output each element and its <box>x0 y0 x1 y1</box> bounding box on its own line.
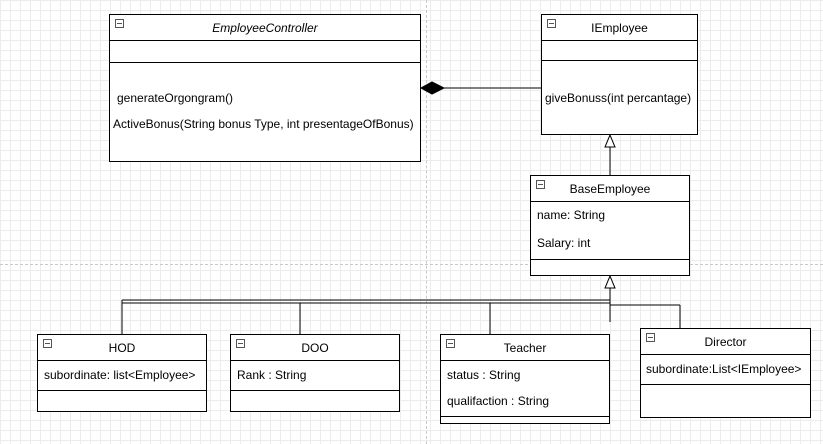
methods-section <box>531 260 689 275</box>
generalization-arrow <box>604 133 616 148</box>
attributes-section: subordinate: list<Employee> <box>38 361 206 391</box>
methods-section: giveBonuss(int percantage) <box>542 61 697 134</box>
attributes-section <box>542 41 697 61</box>
class-doo[interactable]: DOO Rank : String <box>230 334 400 412</box>
class-header: EmployeeController <box>110 15 420 41</box>
class-name: IEmployee <box>591 20 648 35</box>
method-row: ActiveBonus(String bonus Type, int prese… <box>113 117 414 131</box>
methods-section <box>641 385 810 417</box>
class-header: Teacher <box>441 335 609 361</box>
class-header: Director <box>641 329 810 355</box>
attributes-section: Rank : String <box>231 361 399 391</box>
class-hod[interactable]: HOD subordinate: list<Employee> <box>37 334 207 412</box>
class-name: Teacher <box>503 340 547 355</box>
class-name: HOD <box>108 340 136 355</box>
collapse-icon[interactable] <box>646 333 655 342</box>
methods-section <box>38 391 206 411</box>
attributes-section: status : String qualifaction : String <box>441 361 609 417</box>
attribute-row: name: String <box>537 208 606 222</box>
attributes-section: name: String Salary: int <box>531 202 689 260</box>
composition-diamond <box>419 81 446 95</box>
attribute-row: qualifaction : String <box>447 394 550 408</box>
class-name: Director <box>704 334 747 349</box>
attributes-section: subordinate:List<IEmployee> <box>641 355 810 385</box>
collapse-icon[interactable] <box>115 19 124 28</box>
attribute-row: subordinate: list<Employee> <box>44 368 196 382</box>
attributes-section <box>110 41 420 63</box>
attribute-row: Rank : String <box>237 368 307 382</box>
class-name: BaseEmployee <box>569 181 651 196</box>
class-iemployee[interactable]: IEmployee giveBonuss(int percantage) <box>541 14 698 135</box>
collapse-icon[interactable] <box>236 339 245 348</box>
class-header: BaseEmployee <box>531 176 689 202</box>
class-director[interactable]: Director subordinate:List<IEmployee> <box>640 328 811 418</box>
methods-section <box>231 391 399 411</box>
class-name: EmployeeController <box>212 20 318 35</box>
class-base-employee[interactable]: BaseEmployee name: String Salary: int <box>530 175 690 276</box>
class-teacher[interactable]: Teacher status : String qualifaction : S… <box>440 334 610 424</box>
methods-section: generateOrgongram() ActiveBonus(String b… <box>110 63 420 161</box>
class-header: IEmployee <box>542 15 697 41</box>
class-employee-controller[interactable]: EmployeeController generateOrgongram() A… <box>109 14 421 162</box>
collapse-icon[interactable] <box>536 180 545 189</box>
class-name: DOO <box>301 340 329 355</box>
methods-section <box>441 417 609 423</box>
generalization-arrow <box>604 274 616 289</box>
collapse-icon[interactable] <box>43 339 52 348</box>
collapse-icon[interactable] <box>446 339 455 348</box>
method-row: giveBonuss(int percantage) <box>545 91 692 105</box>
attribute-row: status : String <box>447 368 521 382</box>
attribute-row: subordinate:List<IEmployee> <box>646 362 802 376</box>
method-row: generateOrgongram() <box>117 91 234 105</box>
attribute-row: Salary: int <box>537 236 591 250</box>
class-header: DOO <box>231 335 399 361</box>
collapse-icon[interactable] <box>547 19 556 28</box>
class-header: HOD <box>38 335 206 361</box>
